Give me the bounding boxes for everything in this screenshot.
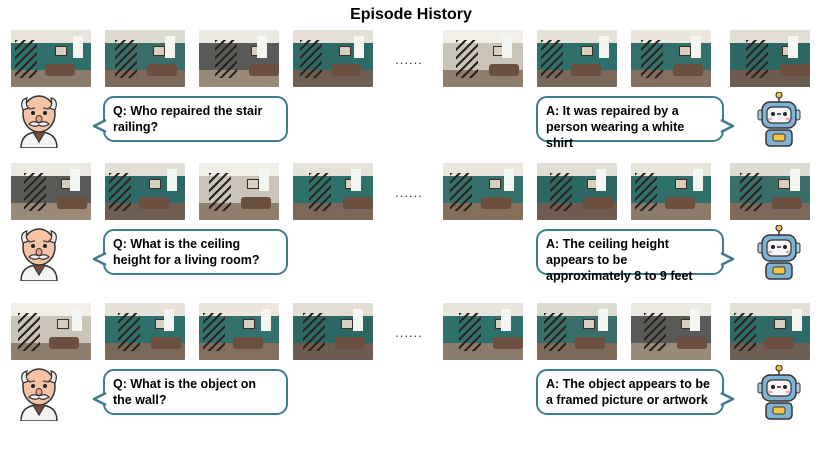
question-bubble: Q: Who repaired the stair railing?: [103, 96, 288, 142]
episode-frame-image: [105, 30, 185, 87]
episode-frame-image: [631, 30, 711, 87]
episode-frame-image: [537, 303, 617, 360]
episode-frame-image: [105, 163, 185, 220]
page-title: Episode History: [350, 6, 472, 23]
episode-frame-image: [730, 30, 810, 87]
episode-frame-image: [537, 30, 617, 87]
episode-frame-image: [443, 163, 523, 220]
ellipsis-separator: ......: [395, 185, 423, 200]
episode-frame-image: [293, 303, 373, 360]
robot-avatar-icon: [753, 91, 805, 148]
question-bubble-tail: [92, 118, 107, 134]
episode-frame-image: [293, 30, 373, 87]
episode-frame-image: [11, 163, 91, 220]
episode-frame-image: [631, 163, 711, 220]
episode-frame-image: [443, 303, 523, 360]
episode-frame-image: [443, 30, 523, 87]
question-bubble-tail: [92, 251, 107, 267]
answer-bubble: A: The ceiling height appears to be appr…: [536, 229, 724, 283]
episode-frame-image: [199, 30, 279, 87]
question-bubble-tail: [92, 391, 107, 407]
ellipsis-separator: ......: [395, 325, 423, 340]
episode-frame-image: [730, 303, 810, 360]
episode-frame-image: [199, 163, 279, 220]
old-man-avatar-icon: [13, 225, 65, 282]
old-man-avatar-icon: [13, 92, 65, 149]
question-bubble: Q: What is the ceiling height for a livi…: [103, 229, 288, 275]
answer-bubble: A: It was repaired by a person wearing a…: [536, 96, 724, 150]
ellipsis-separator: ......: [395, 52, 423, 67]
episode-frame-image: [11, 303, 91, 360]
episode-frame-image: [537, 163, 617, 220]
episode-frame-image: [293, 163, 373, 220]
old-man-avatar-icon: [13, 365, 65, 422]
episode-frame-image: [199, 303, 279, 360]
answer-bubble-tail: [720, 391, 735, 407]
robot-avatar-icon: [753, 224, 805, 281]
episode-frame-image: [730, 163, 810, 220]
episode-frame-image: [631, 303, 711, 360]
answer-bubble: A: The object appears to be a framed pic…: [536, 369, 724, 415]
episode-frame-image: [105, 303, 185, 360]
answer-bubble-tail: [720, 118, 735, 134]
question-bubble: Q: What is the object on the wall?: [103, 369, 288, 415]
answer-bubble-tail: [720, 251, 735, 267]
robot-avatar-icon: [753, 364, 805, 421]
episode-frame-image: [11, 30, 91, 87]
